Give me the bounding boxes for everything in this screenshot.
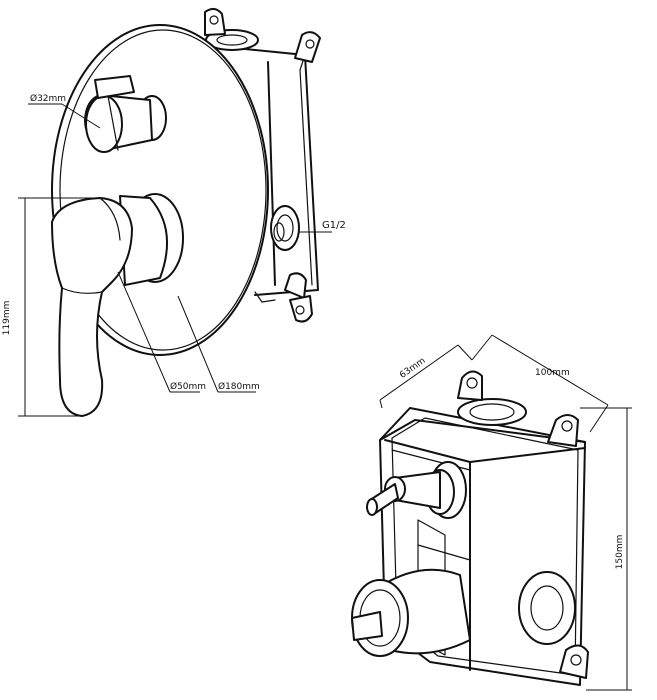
dimension-119: 119mm (2, 197, 100, 417)
front-view: 119mm Ø32mm G1/2 Ø50mm Ø180mm (2, 8, 346, 417)
width-label: 100mm (535, 368, 570, 378)
dimension-100: 100mm (471, 334, 609, 433)
handle-diameter-label: Ø32mm (30, 93, 66, 104)
dimension-119-label: 119mm (2, 301, 12, 336)
height-150-label: 150mm (615, 535, 625, 570)
box-view: 63mm 100mm 150mm (351, 334, 632, 691)
dimension-150: 150mm (580, 407, 632, 691)
box-view-cartridge (351, 568, 471, 657)
thread-label: G1/2 (322, 220, 346, 231)
diverter-knob (84, 75, 167, 153)
lever-handle (51, 193, 184, 417)
lever-diameter-label: Ø50mm (170, 381, 206, 392)
front-view-backbox (204, 8, 321, 323)
front-view-leaders: Ø32mm G1/2 Ø50mm Ø180mm (28, 93, 346, 393)
plate-diameter-label: Ø180mm (218, 381, 260, 392)
box-view-spindle (366, 461, 467, 519)
